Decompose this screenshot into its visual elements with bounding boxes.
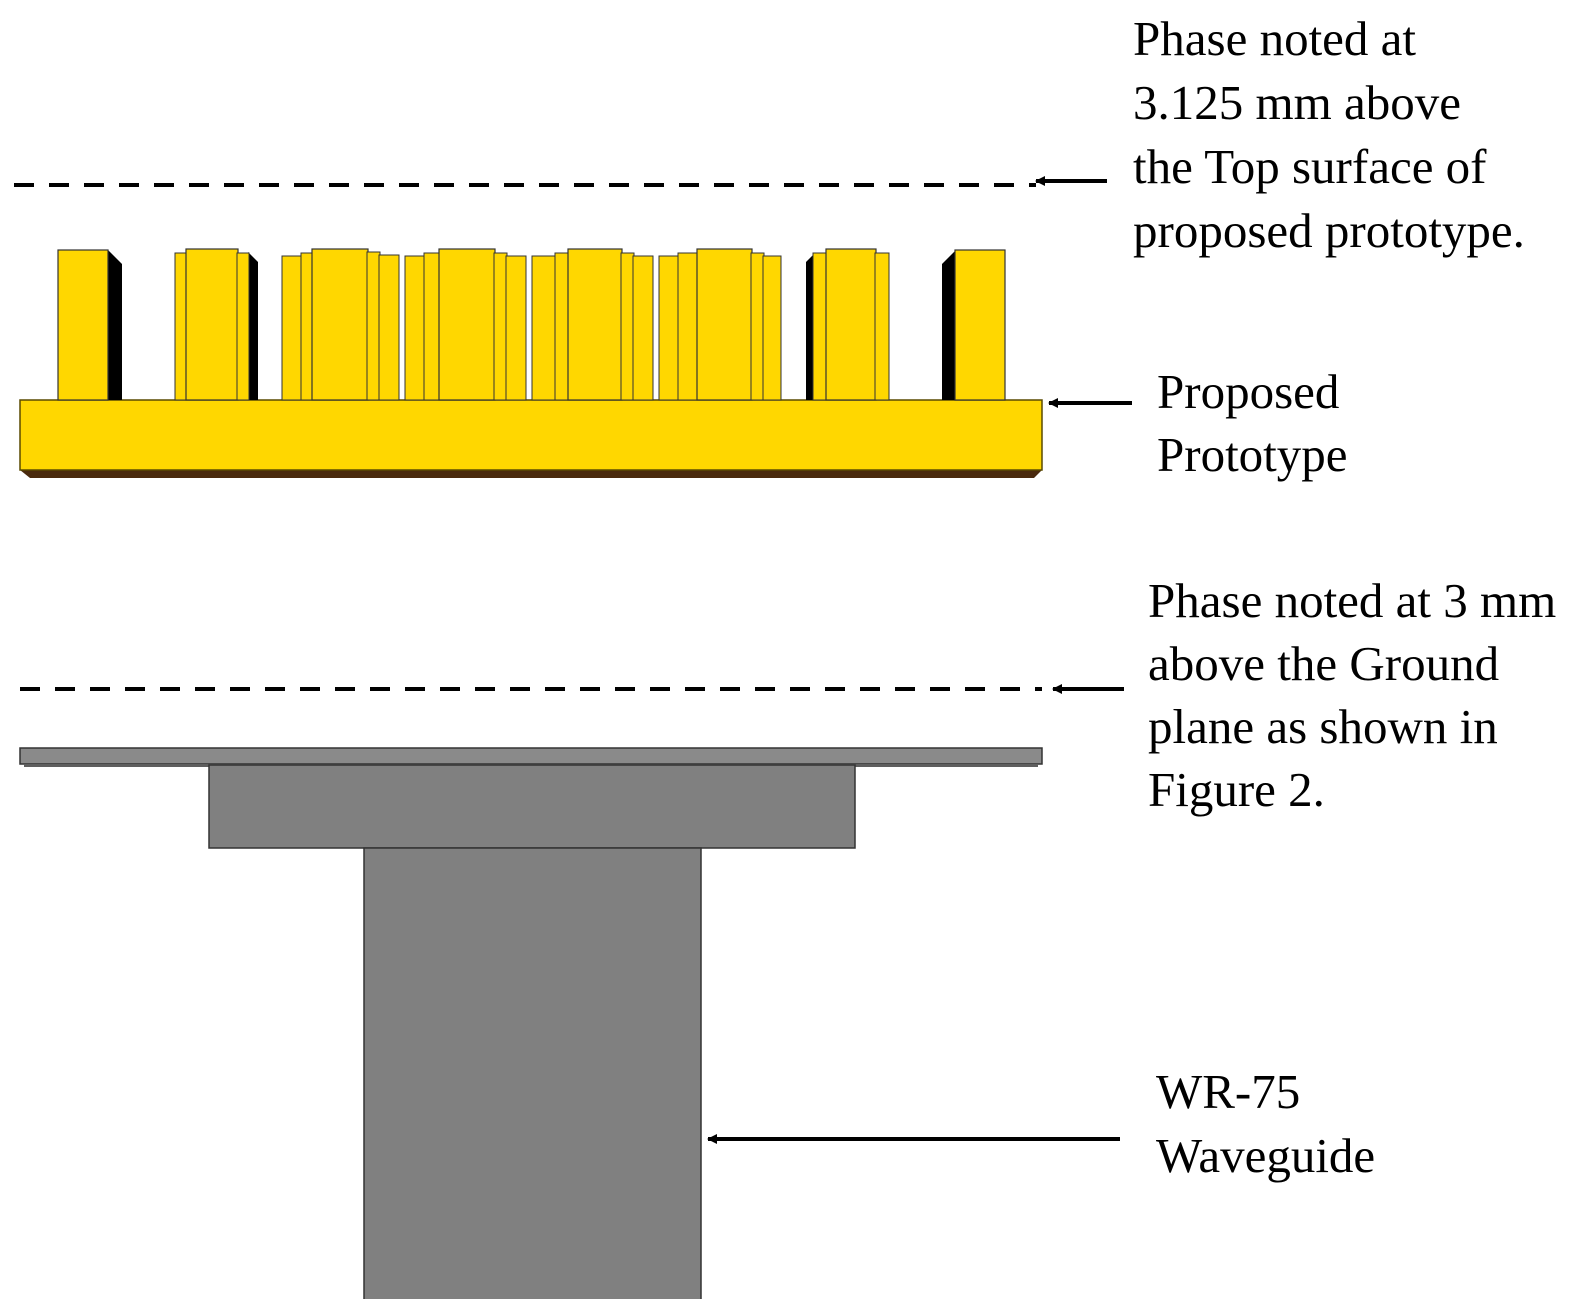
pillar	[185, 248, 239, 401]
pillar	[366, 251, 381, 401]
pillar	[281, 255, 303, 401]
ground-phase-label-line: Phase noted at 3 mm	[1148, 573, 1556, 628]
ground-phase-label-line: plane as shown in	[1148, 699, 1498, 754]
pillar	[696, 248, 753, 401]
pillar	[874, 252, 890, 401]
prototype-label-line: Proposed	[1157, 364, 1339, 419]
pillar	[57, 249, 109, 401]
pillar-shadow-left	[108, 250, 122, 400]
pillar	[531, 255, 557, 401]
pillar-shadow	[248, 252, 258, 400]
pillar	[632, 255, 654, 401]
pillar	[658, 255, 680, 401]
pillar	[554, 252, 570, 401]
pillar	[677, 252, 699, 401]
prototype-base-bottom-edge	[20, 470, 1042, 478]
waveguide-label-line: WR-75	[1156, 1064, 1300, 1119]
prototype-base	[19, 399, 1043, 471]
pillar	[311, 248, 369, 401]
ground-phase-label-line: Figure 2.	[1148, 762, 1325, 817]
pillar	[762, 255, 782, 401]
pillar	[567, 248, 623, 401]
prototype-label: Proposed Prototype	[1157, 364, 1352, 482]
pillar	[236, 252, 250, 401]
pillar	[812, 252, 828, 401]
pillar	[300, 252, 314, 401]
pillar-shadow	[806, 254, 814, 400]
waveguide-label: WR-75 Waveguide	[1156, 1064, 1375, 1183]
pillar	[505, 255, 527, 401]
ground-phase-label-line: above the Ground	[1148, 636, 1499, 691]
ground-phase-label: Phase noted at 3 mm above the Ground pla…	[1148, 573, 1569, 817]
top-phase-label-line: the Top surface of	[1133, 139, 1487, 194]
pillar	[174, 252, 188, 401]
pillar	[423, 252, 441, 401]
pillar	[438, 248, 496, 401]
pillar	[493, 252, 508, 401]
pillar	[954, 249, 1006, 401]
waveguide-label-line: Waveguide	[1156, 1128, 1375, 1183]
waveguide-assembly	[19, 747, 1043, 1299]
top-phase-label: Phase noted at 3.125 mm above the Top su…	[1133, 11, 1525, 258]
ground-plane	[19, 747, 1043, 765]
pillar-shadow-right	[942, 250, 956, 400]
waveguide-flange	[208, 764, 856, 849]
proposed-prototype	[19, 248, 1043, 478]
top-phase-label-line: 3.125 mm above	[1133, 75, 1461, 130]
prototype-label-line: Prototype	[1157, 427, 1348, 482]
top-phase-label-line: proposed prototype.	[1133, 203, 1525, 258]
waveguide-body	[363, 847, 702, 1299]
top-phase-label-line: Phase noted at	[1133, 11, 1416, 66]
pillar	[378, 254, 400, 401]
pillar	[620, 252, 635, 401]
pillar	[825, 248, 877, 401]
pillar	[404, 255, 426, 401]
pillar	[750, 252, 765, 401]
